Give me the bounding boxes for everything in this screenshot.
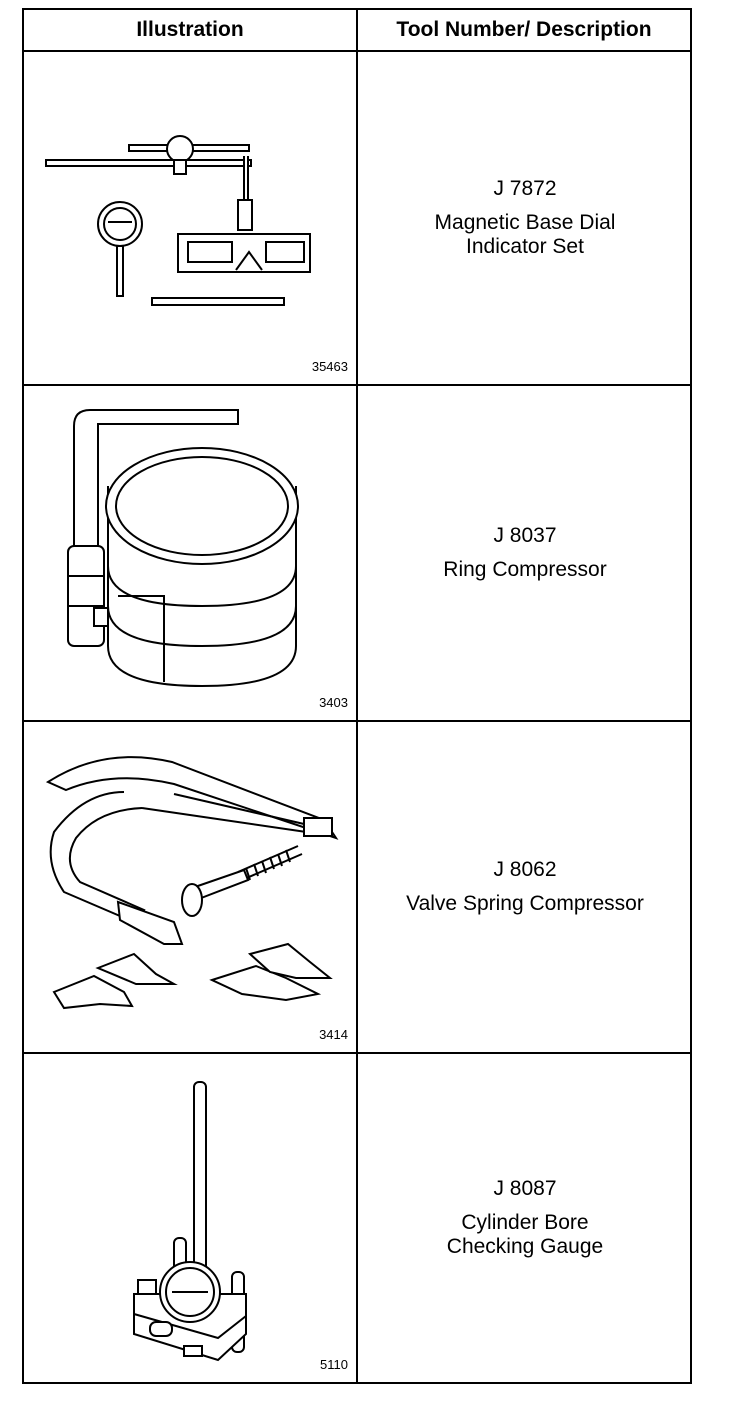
table-row: 3414 J 8062 Valve Spring Compressor <box>24 722 690 1054</box>
tool-description: Cylinder Bore Checking Gauge <box>446 1211 604 1258</box>
tool-description: Magnetic Base Dial Indicator Set <box>434 211 616 258</box>
illustration-cell: 3403 <box>24 386 356 720</box>
magnetic-base-dial-indicator-illustration <box>45 135 311 306</box>
illustration-cell: 5110 <box>24 1054 356 1382</box>
table-row: 3403 J 8037 Ring Compressor <box>24 386 690 722</box>
valve-spring-compressor-illustration <box>45 756 339 1010</box>
cylinder-bore-gauge-illustration <box>133 1081 247 1362</box>
figure-number: 35463 <box>311 359 348 374</box>
header-tool-description: Tool Number/ Description <box>396 18 652 41</box>
tool-number: J 7872 <box>493 177 557 200</box>
tool-description-cell: J 8087 Cylinder Bore Checking Gauge <box>358 1054 692 1382</box>
figure-number: 5110 <box>320 1357 348 1372</box>
figure-number: 3414 <box>319 1027 348 1042</box>
tools-table: Illustration Tool Number/ Description <box>22 8 692 1384</box>
illustration-cell: 3414 <box>24 722 356 1052</box>
tool-number: J 8037 <box>493 524 557 547</box>
figure-number: 3403 <box>319 695 348 710</box>
tool-description: Valve Spring Compressor <box>406 892 644 915</box>
tool-number: J 8087 <box>493 1177 557 1200</box>
illustration-cell: 35463 <box>24 52 356 384</box>
tool-number: J 8062 <box>493 858 557 881</box>
column-divider <box>356 10 358 1382</box>
tool-description-cell: J 8062 Valve Spring Compressor <box>358 722 692 1052</box>
tool-description-cell: J 7872 Magnetic Base Dial Indicator Set <box>358 52 692 384</box>
header-illustration: Illustration <box>136 18 244 41</box>
ring-compressor-illustration <box>67 409 299 688</box>
tool-description: Ring Compressor <box>443 558 607 581</box>
tool-description-cell: J 8037 Ring Compressor <box>358 386 692 720</box>
table-row: 5110 J 8087 Cylinder Bore Checking Gauge <box>24 1054 690 1382</box>
table-row: 35463 J 7872 Magnetic Base Dial Indicato… <box>24 52 690 386</box>
